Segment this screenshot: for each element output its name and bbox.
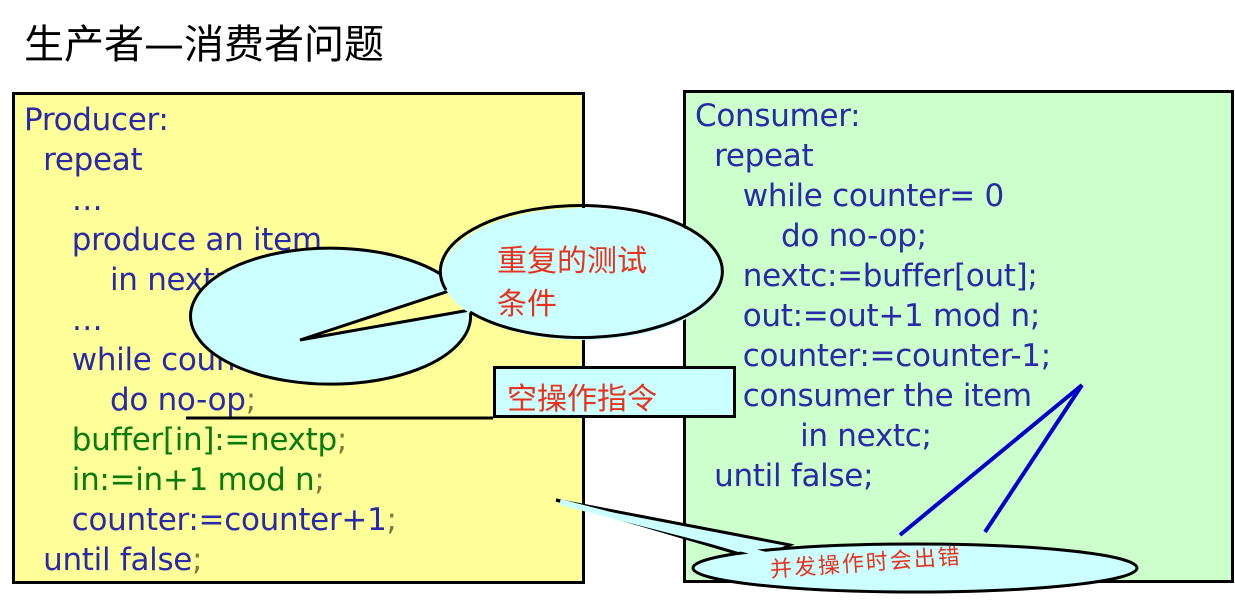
consumer-code-text: nextc:=buffer[out];: [695, 258, 1038, 294]
producer-code-text: counter:=counter+1: [24, 502, 387, 538]
producer-code-text: …: [24, 302, 103, 338]
consumer-code-line: out:=out+1 mod n;: [695, 296, 1051, 336]
producer-code-text: produce an item: [24, 222, 322, 258]
producer-code-line: do no-op;: [24, 380, 397, 420]
producer-code-line: Producer:: [24, 100, 397, 140]
producer-code-line: …: [24, 300, 397, 340]
producer-code-text: buffer[in]:=nextp: [24, 422, 337, 458]
consumer-code-line: while counter= 0: [695, 176, 1051, 216]
producer-code-line: …: [24, 180, 397, 220]
consumer-code: Consumer: repeat while counter= 0 do no-…: [695, 96, 1051, 496]
producer-code-text: until false: [24, 542, 193, 578]
consumer-code-text: do no-op;: [695, 218, 927, 254]
consumer-code-text: until false;: [695, 458, 874, 494]
consumer-code-text: consumer the item: [695, 378, 1032, 414]
consumer-code-text: repeat: [695, 138, 814, 174]
consumer-code-line: do no-op;: [695, 216, 1051, 256]
repeat-test-label: 重复的测试条件: [497, 244, 647, 322]
consumer-code-line: consumer the item: [695, 376, 1051, 416]
producer-code-text: …: [24, 182, 103, 218]
consumer-code-line: nextc:=buffer[out];: [695, 256, 1051, 296]
consumer-code-line: counter:=counter-1;: [695, 336, 1051, 376]
consumer-pointer-line-1: [898, 383, 1084, 537]
consumer-code-text: out:=out+1 mod n;: [695, 298, 1041, 334]
consumer-code-line: until false;: [695, 456, 1051, 496]
producer-code-text: repeat: [24, 142, 143, 178]
producer-code-text: Producer:: [24, 102, 169, 138]
producer-code-line: produce an item: [24, 220, 397, 260]
producer-code-text: in:=in+1 mod n: [24, 462, 315, 498]
consumer-pointer-line-2: [983, 383, 1084, 534]
producer-code-line: until false;: [24, 540, 397, 580]
semicolon: ;: [336, 422, 348, 458]
page-title: 生产者—消费者问题: [24, 22, 384, 68]
semicolon: ;: [192, 542, 203, 578]
producer-code-line: in:=in+1 mod n;: [24, 460, 397, 500]
concurrent-error-bubble: [691, 542, 1139, 594]
producer-code-line: counter:=counter+1;: [24, 500, 397, 540]
noop-label: 空操作指令: [507, 382, 657, 417]
consumer-code-line: repeat: [695, 136, 1051, 176]
noop-callout-box: [493, 366, 736, 418]
consumer-code-line: in nextc;: [695, 416, 1051, 456]
producer-code-text: do no-op: [24, 382, 246, 418]
consumer-code-text: Consumer:: [695, 98, 861, 134]
semicolon: ;: [314, 462, 325, 498]
repeat-test-bubble: [189, 246, 473, 386]
consumer-code-text: counter:=counter-1;: [695, 338, 1051, 374]
producer-code-line: buffer[in]:=nextp;: [24, 420, 397, 460]
consumer-code-box: [683, 90, 1234, 583]
consumer-code-text: while counter= 0: [695, 178, 1004, 214]
semicolon: ;: [386, 502, 397, 538]
semicolon: ;: [245, 382, 256, 418]
producer-code-line: repeat: [24, 140, 397, 180]
consumer-code-line: Consumer:: [695, 96, 1051, 136]
consumer-code-text: in nextc;: [695, 418, 932, 454]
